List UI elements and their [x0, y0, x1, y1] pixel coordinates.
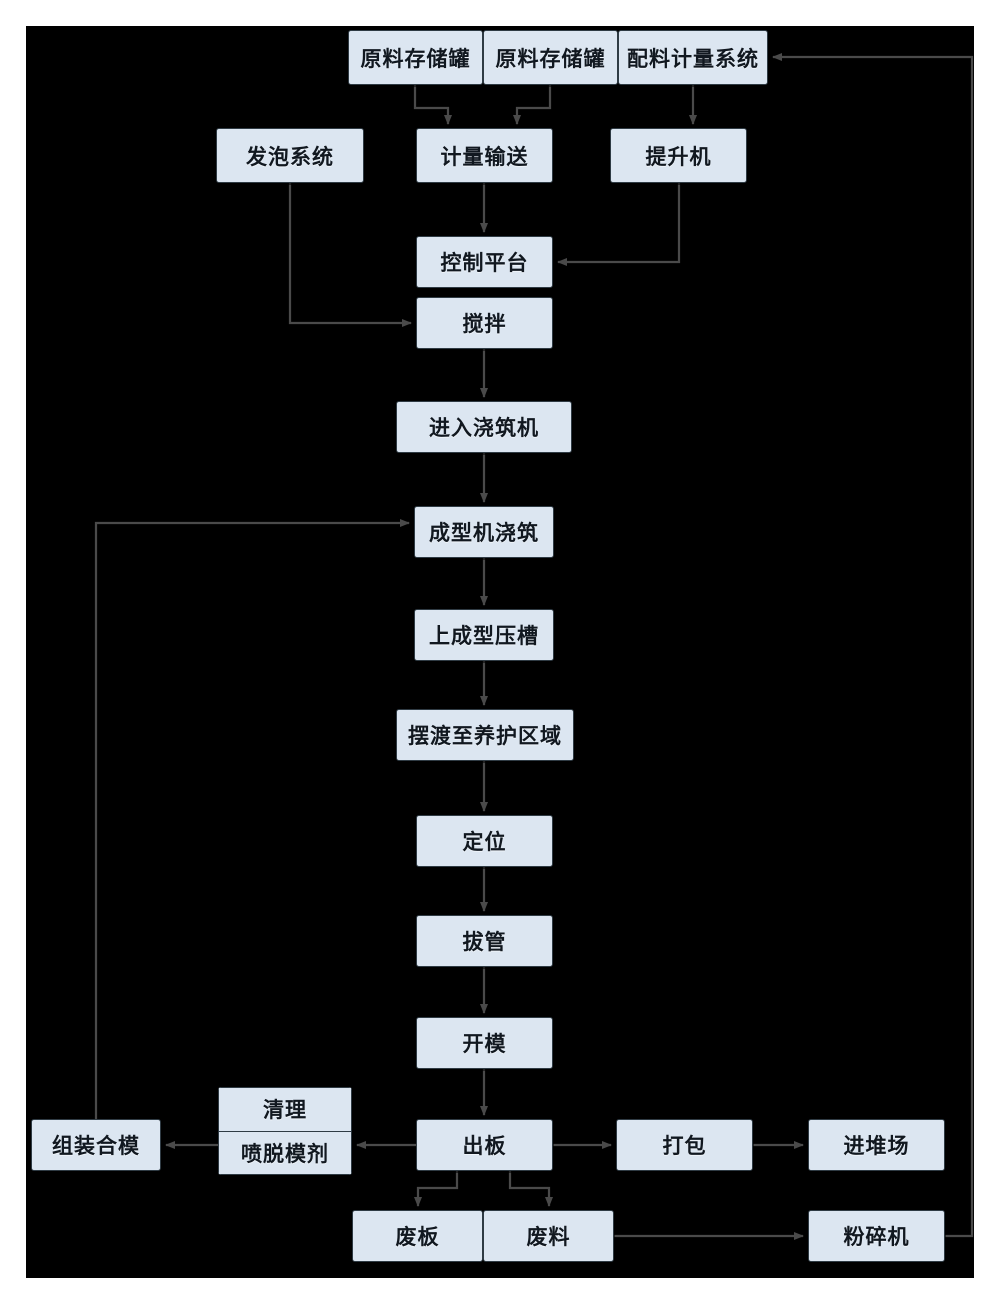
- node-label: 废料: [526, 1225, 571, 1249]
- node-position[interactable]: 定位: [416, 815, 553, 867]
- node-label: 原料存储罐: [495, 46, 606, 71]
- node-label: 定位: [462, 830, 507, 854]
- node-stockyard[interactable]: 进堆场: [808, 1119, 945, 1171]
- node-form-cast[interactable]: 成型机浇筑: [414, 506, 554, 558]
- node-ferry[interactable]: 摆渡至养护区域: [396, 709, 574, 761]
- node-clean-spray: 清理喷脱模剂: [218, 1087, 352, 1175]
- node-label: 提升机: [645, 144, 712, 169]
- node-label: 粉碎机: [843, 1225, 910, 1249]
- node-out-board[interactable]: 出板: [416, 1119, 553, 1171]
- node-label: 喷脱模剂: [241, 1141, 329, 1166]
- node-label: 出板: [462, 1134, 507, 1158]
- node-crusher[interactable]: 粉碎机: [808, 1210, 945, 1262]
- node-waste-board[interactable]: 废板: [352, 1210, 483, 1262]
- node-clean[interactable]: 清理: [218, 1087, 352, 1132]
- node-label: 搅拌: [462, 312, 507, 336]
- node-pull-tube[interactable]: 拔管: [416, 915, 553, 967]
- node-foaming[interactable]: 发泡系统: [216, 128, 364, 183]
- node-batching[interactable]: 配料计量系统: [618, 30, 768, 85]
- node-label: 计量输送: [440, 144, 529, 169]
- node-label: 组装合模: [52, 1134, 140, 1158]
- node-assemble[interactable]: 组装合模: [31, 1119, 161, 1171]
- node-label: 摆渡至养护区域: [408, 724, 562, 748]
- node-label: 废板: [395, 1225, 440, 1249]
- node-pack[interactable]: 打包: [616, 1119, 753, 1171]
- node-spray[interactable]: 喷脱模剂: [218, 1130, 352, 1175]
- node-label: 清理: [263, 1098, 307, 1123]
- node-open-mold[interactable]: 开模: [416, 1017, 553, 1069]
- node-waste-mat[interactable]: 废料: [483, 1210, 614, 1262]
- node-label: 进堆场: [843, 1134, 910, 1158]
- node-label: 配料计量系统: [627, 46, 759, 71]
- node-control[interactable]: 控制平台: [416, 236, 553, 288]
- node-tank1[interactable]: 原料存储罐: [348, 30, 483, 85]
- node-tank2[interactable]: 原料存储罐: [483, 30, 618, 85]
- node-label: 进入浇筑机: [429, 416, 539, 440]
- node-mixing[interactable]: 搅拌: [416, 297, 553, 349]
- node-label: 发泡系统: [246, 144, 334, 169]
- node-label: 原料存储罐: [360, 46, 471, 71]
- node-metering[interactable]: 计量输送: [416, 128, 553, 183]
- node-enter-cast[interactable]: 进入浇筑机: [396, 401, 572, 453]
- node-label: 打包: [662, 1134, 707, 1158]
- node-label: 控制平台: [440, 251, 529, 275]
- node-label: 上成型压槽: [429, 624, 539, 648]
- node-label: 开模: [462, 1032, 507, 1056]
- node-label: 成型机浇筑: [429, 521, 539, 545]
- node-hoist[interactable]: 提升机: [610, 128, 747, 183]
- node-press-slot[interactable]: 上成型压槽: [414, 609, 554, 661]
- node-label: 拔管: [462, 930, 507, 954]
